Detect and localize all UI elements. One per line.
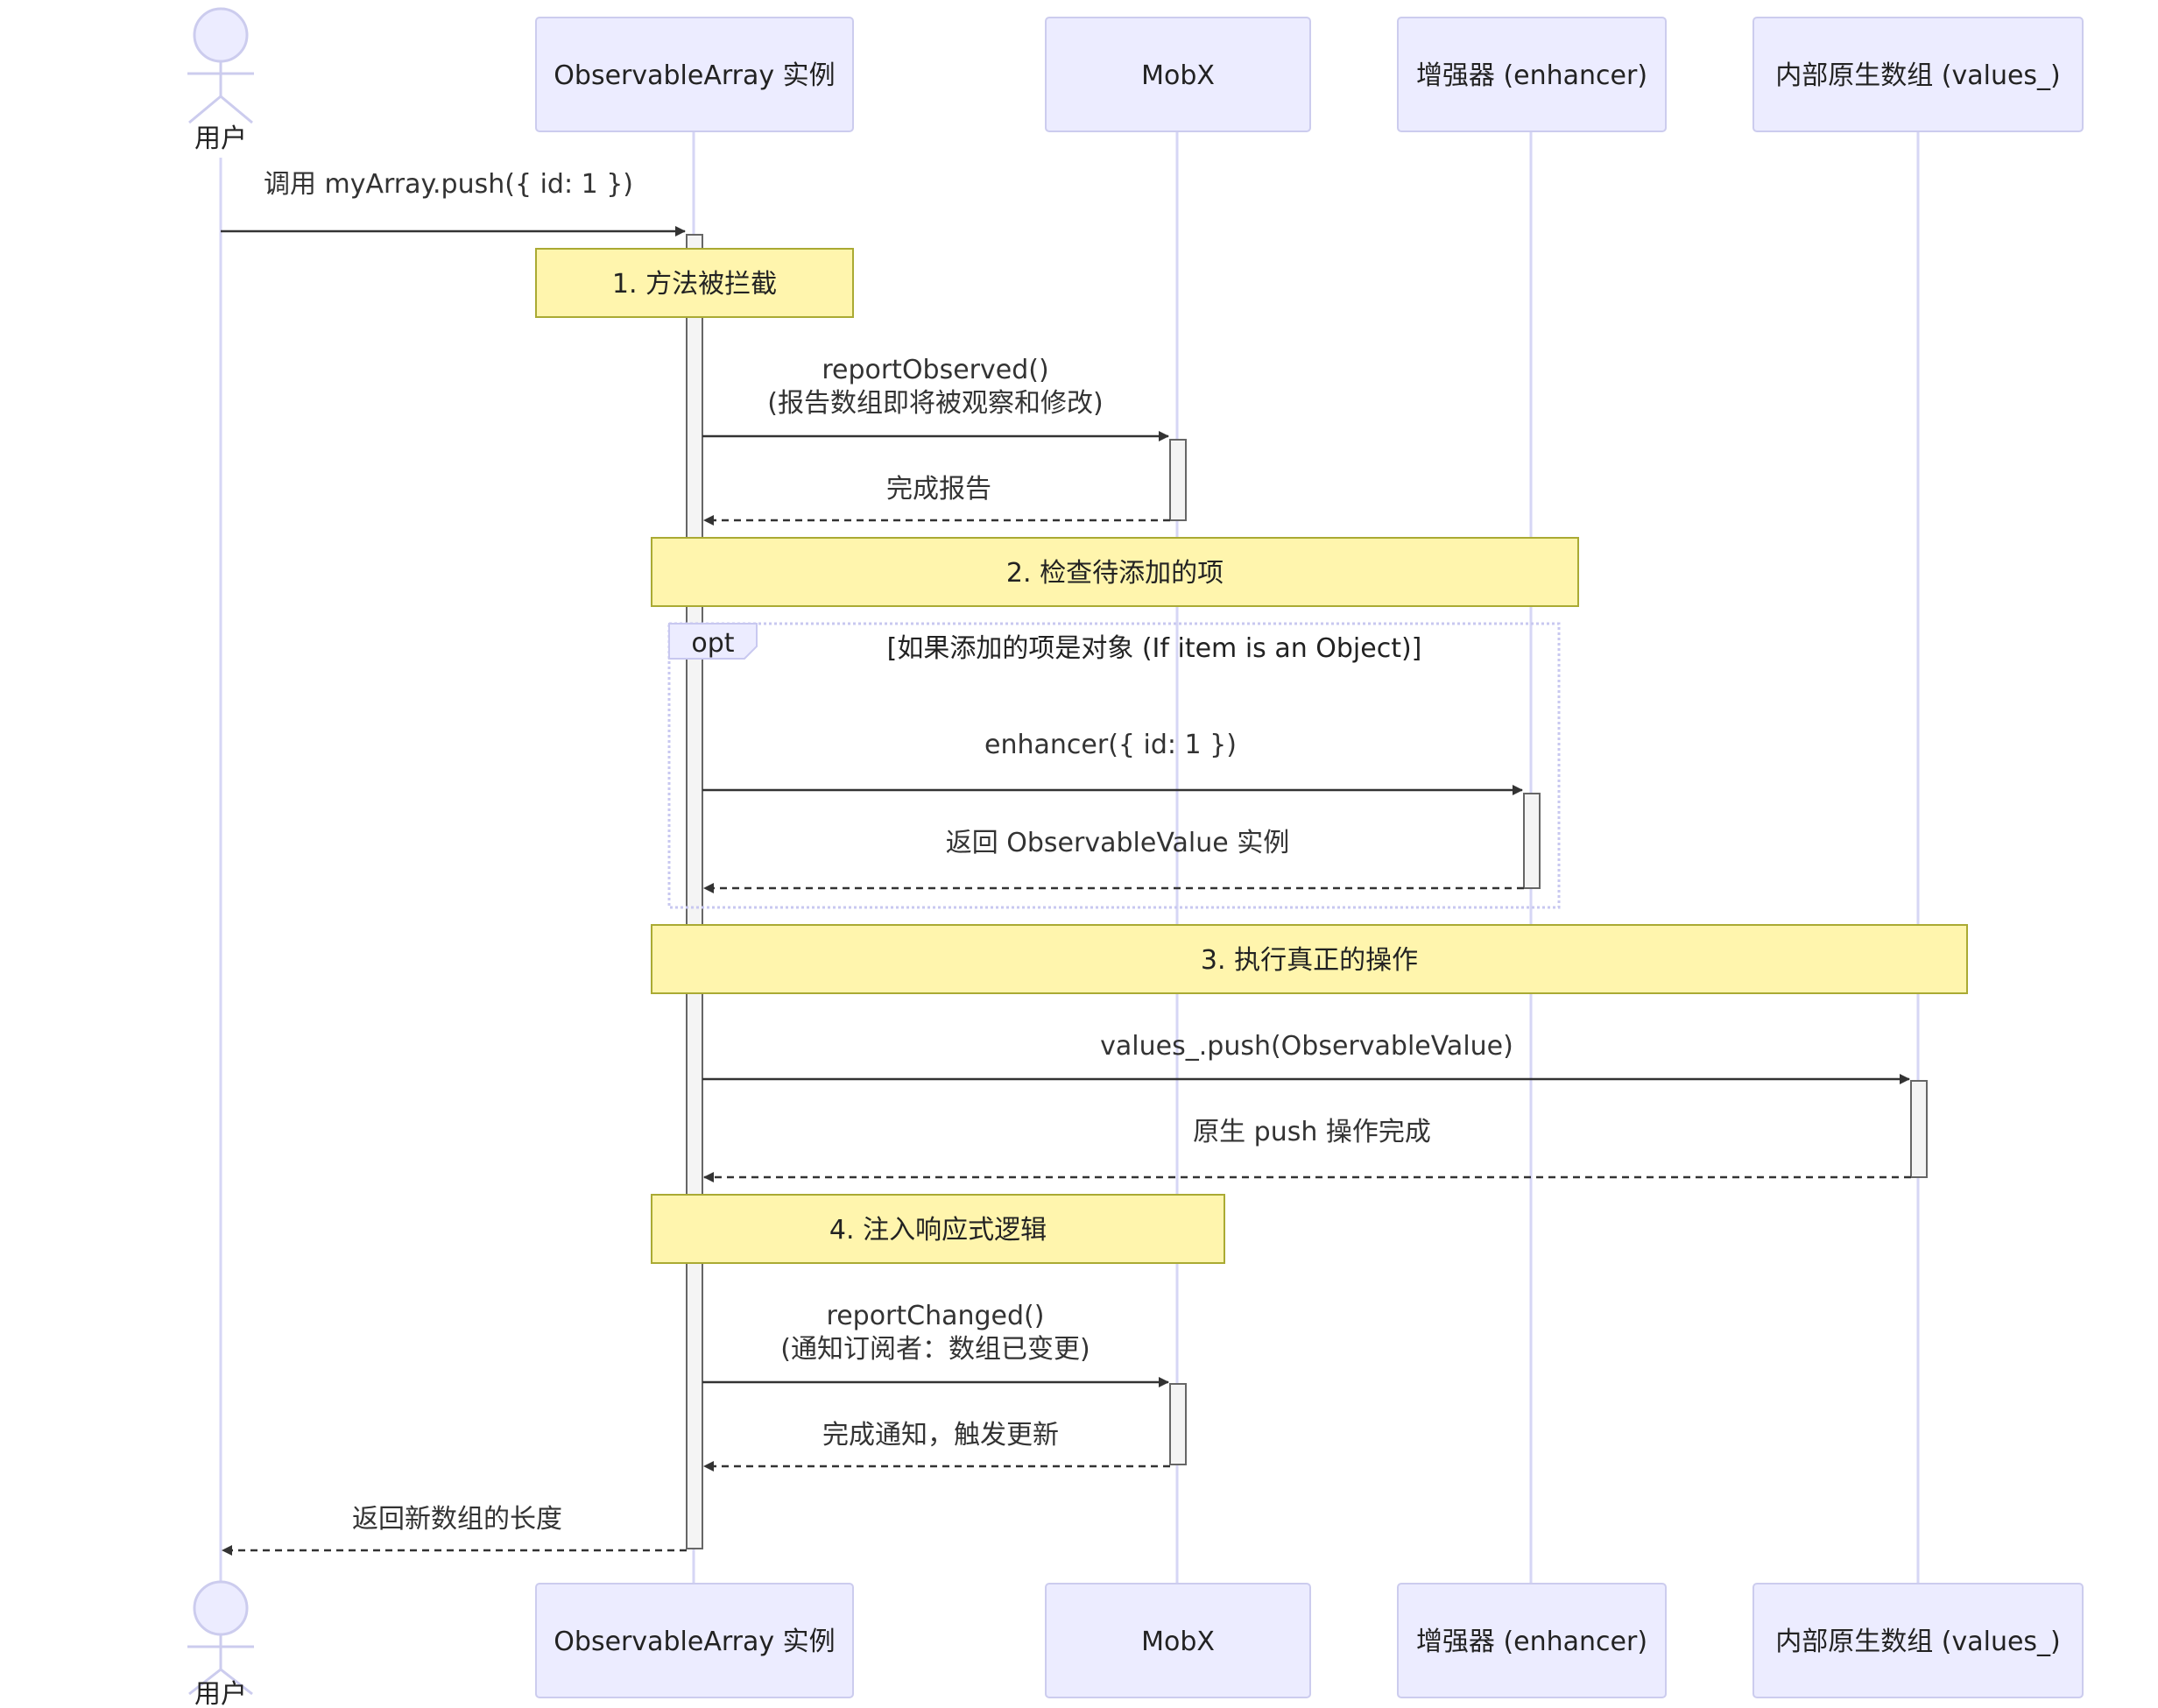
message-native-push-done-label: 原生 push 操作完成 — [1193, 1117, 1431, 1147]
actor-user-top: 用户 — [187, 7, 254, 154]
participant-values-top: 内部原生数组 (values_) — [1752, 17, 2084, 132]
note-method-intercepted-label: 1. 方法被拦截 — [612, 269, 777, 300]
message-call-push-label: 调用 myArray.push({ id: 1 }) — [264, 169, 633, 200]
actor-user-bottom: 用户 — [187, 1580, 254, 1708]
message-report-changed-label: reportChanged() — [827, 1301, 1045, 1331]
activation-mobx-2 — [1169, 1383, 1187, 1465]
message-return-length-label: 返回新数组的长度 — [352, 1504, 562, 1535]
participant-mobx-bottom-label: MobX — [1141, 1627, 1215, 1657]
message-report-observed-label: reportObserved() — [822, 355, 1048, 385]
participant-array-bottom: ObservableArray 实例 — [535, 1583, 854, 1698]
note-check-items: 2. 检查待添加的项 — [651, 537, 1579, 607]
note-execute-operation: 3. 执行真正的操作 — [651, 924, 1968, 994]
opt-fragment-label: opt — [691, 628, 734, 659]
participant-values-top-label: 内部原生数组 (values_) — [1775, 60, 2061, 91]
opt-fragment-condition: [如果添加的项是对象 (If item is an Object)] — [887, 633, 1422, 664]
participant-values-bottom: 内部原生数组 (values_) — [1752, 1583, 2084, 1698]
actor-user-bottom-label: 用户 — [194, 1679, 247, 1708]
participant-mobx-top: MobX — [1045, 17, 1311, 132]
participant-enhancer-bottom-label: 增强器 (enhancer) — [1416, 1627, 1647, 1657]
note-inject-reactive-label: 4. 注入响应式逻辑 — [829, 1215, 1047, 1246]
message-report-observed-desc: (报告数组即将被观察和修改) — [767, 388, 1103, 419]
actor-user-top-label: 用户 — [194, 124, 247, 154]
participant-enhancer-top-label: 增强器 (enhancer) — [1416, 60, 1647, 91]
message-enhancer-call-label: enhancer({ id: 1 }) — [984, 730, 1237, 760]
participant-array-top-label: ObservableArray 实例 — [554, 60, 835, 91]
note-method-intercepted: 1. 方法被拦截 — [535, 248, 854, 318]
message-enhancer-return-label: 返回 ObservableValue 实例 — [946, 828, 1290, 858]
participant-values-bottom-label: 内部原生数组 (values_) — [1775, 1627, 2061, 1657]
message-report-changed-desc: (通知订阅者：数组已变更) — [780, 1334, 1090, 1365]
activation-array — [686, 234, 703, 1549]
message-report-done-label: 完成报告 — [886, 474, 991, 505]
participant-enhancer-top: 增强器 (enhancer) — [1397, 17, 1667, 132]
note-check-items-label: 2. 检查待添加的项 — [1006, 558, 1224, 589]
note-inject-reactive: 4. 注入响应式逻辑 — [651, 1194, 1225, 1264]
activation-mobx-1 — [1169, 439, 1187, 521]
participant-mobx-bottom: MobX — [1045, 1583, 1311, 1698]
activation-values — [1910, 1080, 1928, 1178]
opt-fragment: opt [如果添加的项是对象 (If item is an Object)] — [667, 622, 1561, 909]
participant-mobx-top-label: MobX — [1141, 60, 1215, 91]
message-notify-done-label: 完成通知，触发更新 — [822, 1420, 1059, 1450]
message-native-push-label: values_.push(ObservableValue) — [1100, 1031, 1513, 1062]
participant-array-bottom-label: ObservableArray 实例 — [554, 1627, 835, 1657]
participant-enhancer-bottom: 增强器 (enhancer) — [1397, 1583, 1667, 1698]
activation-enhancer — [1523, 793, 1541, 889]
participant-array-top: ObservableArray 实例 — [535, 17, 854, 132]
note-execute-operation-label: 3. 执行真正的操作 — [1201, 945, 1418, 976]
